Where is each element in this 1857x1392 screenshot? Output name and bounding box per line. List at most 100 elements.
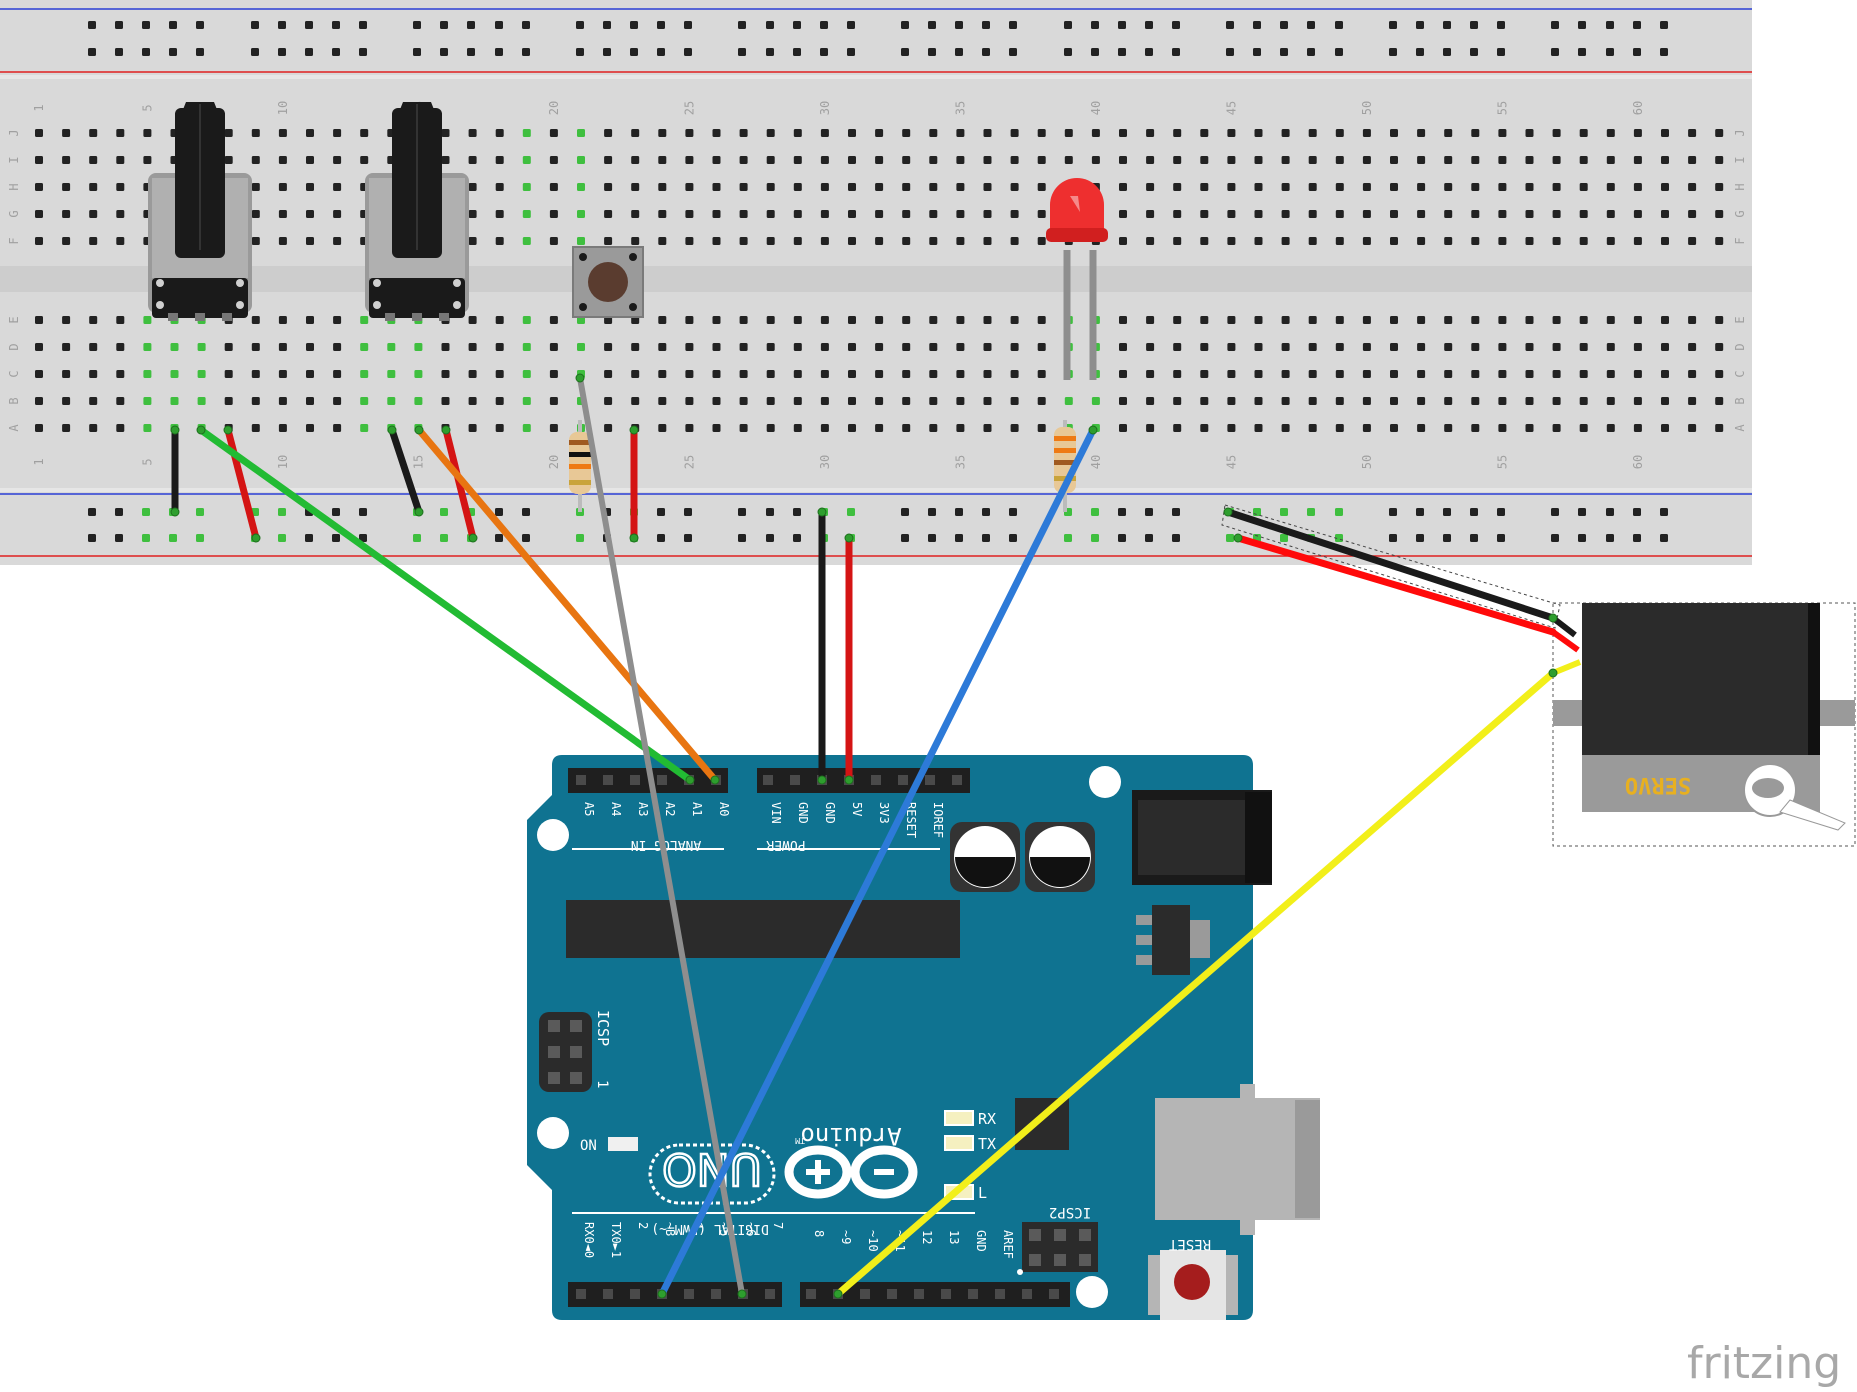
breadboard-hole bbox=[1633, 48, 1641, 56]
wire-end bbox=[817, 775, 827, 785]
breadboard-hole bbox=[738, 21, 746, 29]
breadboard-hole bbox=[793, 508, 801, 516]
breadboard-hole bbox=[982, 534, 990, 542]
wire-ends bbox=[170, 373, 1558, 1299]
column-number-label: 30 bbox=[818, 455, 832, 469]
breadboard-hole bbox=[549, 343, 558, 351]
breadboard-hole bbox=[224, 343, 233, 351]
breadboard-hole bbox=[577, 210, 585, 218]
breadboard-hole bbox=[604, 424, 613, 432]
breadboard-hole bbox=[116, 343, 125, 351]
breadboard-hole bbox=[169, 534, 177, 542]
breadboard-hole bbox=[685, 397, 694, 405]
icsp2-pin bbox=[1054, 1254, 1066, 1266]
breadboard-hole bbox=[1417, 156, 1426, 164]
breadboard-hole bbox=[1552, 370, 1561, 378]
breadboard-hole bbox=[1444, 129, 1453, 137]
column-number-label: 30 bbox=[818, 101, 832, 115]
breadboard-hole bbox=[549, 424, 558, 432]
breadboard-hole bbox=[1417, 397, 1426, 405]
breadboard-hole bbox=[983, 316, 992, 324]
breadboard-hole bbox=[1578, 48, 1586, 56]
breadboard-hole bbox=[604, 183, 613, 191]
breadboard-hole bbox=[875, 210, 884, 218]
breadboard-hole bbox=[1471, 343, 1480, 351]
breadboard-hole bbox=[1146, 316, 1155, 324]
pin-label: 13 bbox=[947, 1230, 961, 1244]
breadboard-hole bbox=[467, 48, 475, 56]
breadboard-hole bbox=[278, 508, 286, 516]
breadboard-hole bbox=[604, 156, 613, 164]
icsp2-pin bbox=[1079, 1229, 1091, 1241]
power-header bbox=[757, 768, 970, 793]
breadboard-hole bbox=[739, 156, 748, 164]
row-letter-label: A bbox=[1733, 424, 1747, 432]
header-pin bbox=[995, 1289, 1005, 1299]
breadboard-hole bbox=[1633, 129, 1642, 137]
breadboard-hole bbox=[1227, 183, 1236, 191]
breadboard-hole bbox=[413, 534, 421, 542]
breadboard-hole bbox=[1606, 237, 1615, 245]
breadboard-hole bbox=[658, 183, 667, 191]
wires bbox=[171, 375, 1582, 1298]
breadboard-hole bbox=[441, 397, 450, 405]
breadboard-hole bbox=[1444, 343, 1453, 351]
breadboard-hole bbox=[1146, 424, 1155, 432]
breadboard-hole bbox=[793, 183, 802, 191]
breadboard-hole bbox=[902, 424, 911, 432]
column-number-label: 35 bbox=[953, 455, 967, 469]
breadboard-hole bbox=[1633, 343, 1642, 351]
mount-hole bbox=[537, 819, 569, 851]
column-number-label: 40 bbox=[1089, 101, 1103, 115]
breadboard-hole bbox=[142, 48, 150, 56]
breadboard-hole bbox=[739, 210, 748, 218]
header-pin bbox=[576, 775, 586, 785]
breadboard-hole bbox=[1660, 48, 1668, 56]
breadboard-hole bbox=[1010, 343, 1019, 351]
column-number-label: 5 bbox=[140, 458, 154, 465]
breadboard-hole bbox=[1606, 343, 1615, 351]
breadboard-hole bbox=[658, 210, 667, 218]
wire-end bbox=[223, 425, 233, 435]
breadboard-hole bbox=[115, 48, 123, 56]
breadboard-hole bbox=[35, 370, 43, 378]
column-number-label: 15 bbox=[411, 455, 425, 469]
breadboard-hole bbox=[739, 397, 748, 405]
breadboard-hole bbox=[657, 508, 665, 516]
breadboard-hole bbox=[1335, 210, 1344, 218]
breadboard-hole bbox=[251, 156, 260, 164]
breadboard-hole bbox=[1443, 508, 1451, 516]
breadboard-hole bbox=[1173, 129, 1182, 137]
breadboard-hole bbox=[1715, 156, 1724, 164]
breadboard-hole bbox=[359, 534, 367, 542]
breadboard-hole bbox=[1688, 370, 1697, 378]
breadboard-hole bbox=[929, 397, 938, 405]
breadboard-hole bbox=[1661, 210, 1669, 218]
pot-screw bbox=[373, 301, 381, 309]
breadboard-hole bbox=[793, 424, 802, 432]
breadboard-hole bbox=[658, 316, 667, 324]
breadboard-hole bbox=[197, 397, 206, 405]
breadboard-hole bbox=[1010, 183, 1019, 191]
breadboard-hole bbox=[1226, 21, 1234, 29]
breadboard-hole bbox=[658, 397, 667, 405]
breadboard-hole bbox=[1146, 129, 1155, 137]
breadboard-hole bbox=[685, 210, 694, 218]
breadboard-hole bbox=[1119, 129, 1127, 137]
breadboard-hole bbox=[1688, 183, 1697, 191]
breadboard-hole bbox=[1417, 237, 1426, 245]
breadboard-hole bbox=[739, 370, 748, 378]
breadboard-hole bbox=[387, 343, 396, 351]
breadboard-hole bbox=[1497, 508, 1505, 516]
breadboard-hole bbox=[1606, 424, 1615, 432]
breadboard-hole bbox=[1661, 237, 1669, 245]
breadboard-hole bbox=[576, 21, 584, 29]
breadboard-hole bbox=[1227, 129, 1236, 137]
trademark-mark: TM bbox=[795, 1136, 805, 1145]
breadboard-hole bbox=[1390, 343, 1398, 351]
breadboard-hole bbox=[1010, 129, 1019, 137]
breadboard-hole bbox=[197, 370, 206, 378]
breadboard-hole bbox=[1064, 129, 1073, 137]
breadboard-hole bbox=[1226, 48, 1234, 56]
breadboard-hole bbox=[468, 156, 477, 164]
